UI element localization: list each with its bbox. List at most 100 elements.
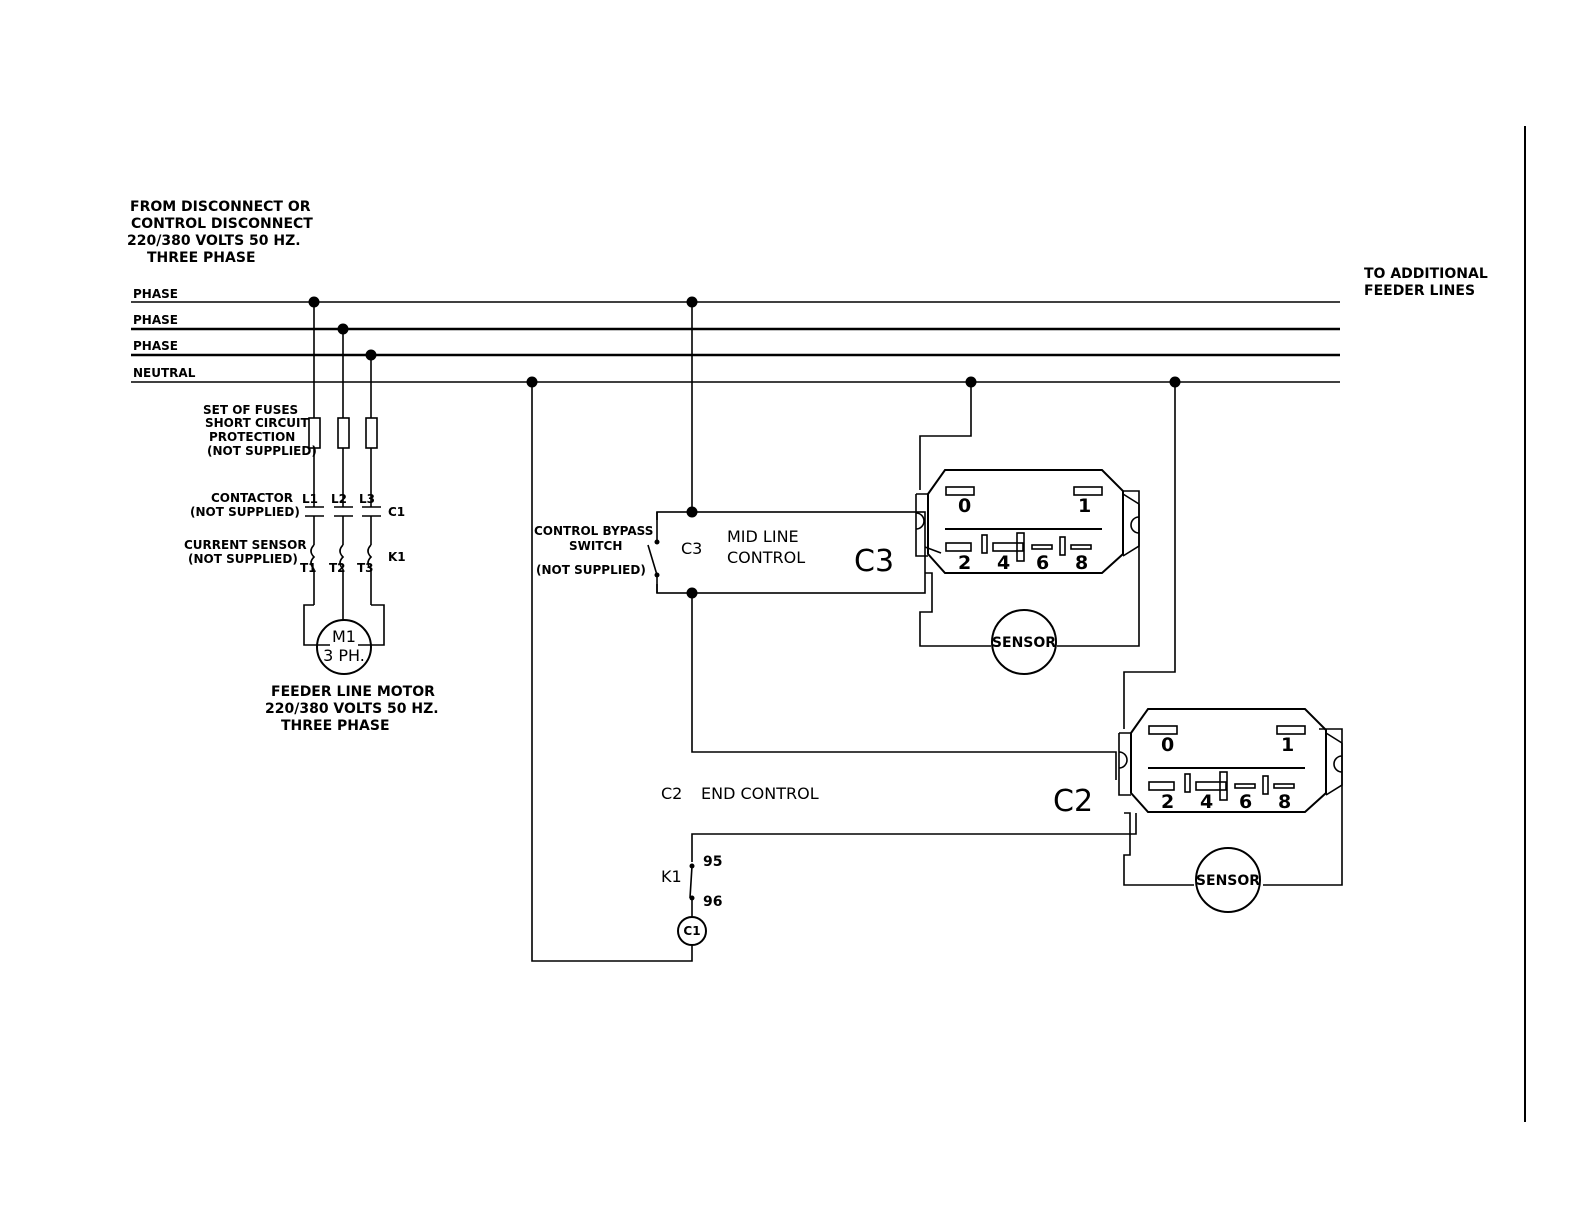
mounting-slot-icon (1130, 516, 1140, 534)
bus-phase-3: PHASE (131, 339, 1340, 357)
bypass-switch: CONTROL BYPASS SWITCH (NOT SUPPLIED) (534, 512, 665, 593)
svg-text:3 PH.: 3 PH. (323, 646, 365, 665)
terminal-bar-icon (1262, 775, 1269, 795)
svg-text:2: 2 (958, 552, 971, 574)
mid-line-control: C3 MID LINE CONTROL C3 (656, 302, 926, 599)
contact-blade-icon (689, 865, 693, 899)
svg-text:PHASE: PHASE (133, 313, 178, 327)
svg-text:K1: K1 (388, 550, 406, 564)
svg-text:SENSOR: SENSOR (1196, 873, 1260, 889)
terminal-bar-icon (1234, 783, 1256, 789)
terminal-bar-icon (981, 534, 988, 554)
terminal-screw-icon (1276, 725, 1306, 735)
svg-text:8: 8 (1278, 791, 1291, 813)
svg-text:6: 6 (1239, 791, 1252, 813)
svg-text:C2: C2 (1053, 784, 1093, 819)
svg-text:FEEDER LINE MOTOR: FEEDER LINE MOTOR (271, 684, 435, 700)
switch-blade-icon (647, 544, 658, 576)
sensor-coil-icon (339, 544, 345, 570)
svg-text:95: 95 (703, 854, 722, 870)
bus-neutral: NEUTRAL (131, 366, 1340, 383)
bus-phase-2: PHASE (131, 313, 1340, 331)
svg-text:C1: C1 (683, 924, 700, 938)
svg-text:THREE PHASE: THREE PHASE (147, 250, 256, 266)
svg-text:6: 6 (1036, 552, 1049, 574)
terminal-bar-icon (1184, 773, 1191, 793)
svg-text:K1: K1 (661, 867, 682, 886)
svg-text:PHASE: PHASE (133, 339, 178, 353)
svg-text:CURRENT SENSOR: CURRENT SENSOR (184, 538, 307, 552)
svg-text:(NOT SUPPLIED): (NOT SUPPLIED) (536, 563, 646, 577)
svg-text:L1: L1 (302, 492, 318, 506)
bus-junctions (308, 296, 1181, 388)
c3-switch: 0 1 2 4 6 8 (915, 469, 1140, 574)
svg-text:CONTROL BYPASS: CONTROL BYPASS (534, 524, 653, 538)
current-sensor-note: CURRENT SENSOR (NOT SUPPLIED) T1 T2 T3 K… (184, 538, 406, 575)
source-note: FROM DISCONNECT OR CONTROL DISCONNECT 22… (127, 199, 313, 266)
junction-dot (686, 506, 698, 518)
svg-text:C3: C3 (681, 539, 702, 558)
svg-text:0: 0 (958, 495, 971, 517)
terminal-screw-icon (1195, 781, 1227, 791)
terminal-bar-icon (1016, 532, 1025, 562)
terminal-screw-icon (1148, 725, 1178, 735)
c2-wiring: SENSOR (691, 382, 1343, 913)
svg-text:THREE PHASE: THREE PHASE (281, 718, 390, 734)
end-control-label: C2 END CONTROL C2 (661, 784, 1093, 819)
svg-text:FROM DISCONNECT OR: FROM DISCONNECT OR (130, 199, 311, 215)
svg-text:L2: L2 (331, 492, 347, 506)
sensor-coil-icon (367, 544, 373, 570)
sensor-coil-icon (310, 544, 316, 570)
svg-text:96: 96 (703, 894, 722, 910)
c2-switch: 0 1 2 4 6 8 (1118, 708, 1343, 813)
svg-text:C1: C1 (388, 505, 405, 519)
fuses-note: SET OF FUSES SHORT CIRCUIT PROTECTION (N… (203, 403, 317, 458)
motor-m1: M1 3 PH. FEEDER LINE MOTOR 220/380 VOLTS… (265, 619, 439, 734)
bus-phase-1: PHASE (131, 287, 1340, 303)
svg-text:SHORT CIRCUIT: SHORT CIRCUIT (205, 416, 309, 430)
neutral-return (531, 382, 693, 962)
svg-text:SENSOR: SENSOR (992, 635, 1056, 651)
svg-text:FEEDER LINES: FEEDER LINES (1364, 283, 1475, 299)
svg-text:NEUTRAL: NEUTRAL (133, 366, 196, 380)
switch-contact-icon (654, 539, 660, 545)
terminal-bar-icon (1273, 783, 1295, 789)
svg-text:CONTACTOR: CONTACTOR (211, 491, 293, 505)
svg-text:T3: T3 (357, 561, 374, 575)
motor-feeder-legs (303, 302, 385, 646)
k1-contact: C1 K1 95 96 (531, 382, 722, 962)
terminal-1: 1 (1073, 486, 1103, 517)
svg-text:SWITCH: SWITCH (569, 539, 622, 553)
motor-icon (316, 619, 372, 675)
terminal-bar-icon (1031, 544, 1053, 550)
svg-text:END CONTROL: END CONTROL (701, 784, 819, 803)
svg-text:4: 4 (997, 552, 1010, 574)
svg-text:4: 4 (1200, 791, 1213, 813)
terminal-screw-icon (945, 486, 975, 496)
c2-terminal-0: 0 (1148, 725, 1178, 756)
svg-text:0: 0 (1161, 734, 1174, 756)
svg-text:M1: M1 (332, 627, 356, 646)
svg-text:L3: L3 (359, 492, 375, 506)
svg-text:1: 1 (1281, 734, 1294, 756)
sensor-icon (991, 609, 1057, 675)
c2-sensor-return (1263, 728, 1343, 886)
svg-text:1: 1 (1078, 495, 1091, 517)
contactor-note: CONTACTOR (NOT SUPPLIED) L1 L2 L3 C1 (190, 491, 405, 519)
mounting-slot-icon (1333, 755, 1343, 773)
svg-text:PROTECTION: PROTECTION (209, 430, 295, 444)
svg-text:PHASE: PHASE (133, 287, 178, 301)
terminal-screw-icon (1148, 781, 1175, 791)
svg-text:T2: T2 (329, 561, 346, 575)
svg-text:C3: C3 (854, 544, 894, 579)
fuse-icon (337, 417, 350, 449)
svg-text:MID LINE: MID LINE (727, 527, 799, 546)
svg-text:TO ADDITIONAL: TO ADDITIONAL (1364, 266, 1488, 282)
svg-text:CONTROL: CONTROL (727, 548, 805, 567)
terminal-screw-icon (1073, 486, 1103, 496)
terminal-screw-icon (992, 542, 1024, 552)
terminal-0: 0 (945, 486, 975, 517)
terminal-bar-icon (1219, 771, 1228, 801)
terminal-bar-icon (1070, 544, 1092, 550)
